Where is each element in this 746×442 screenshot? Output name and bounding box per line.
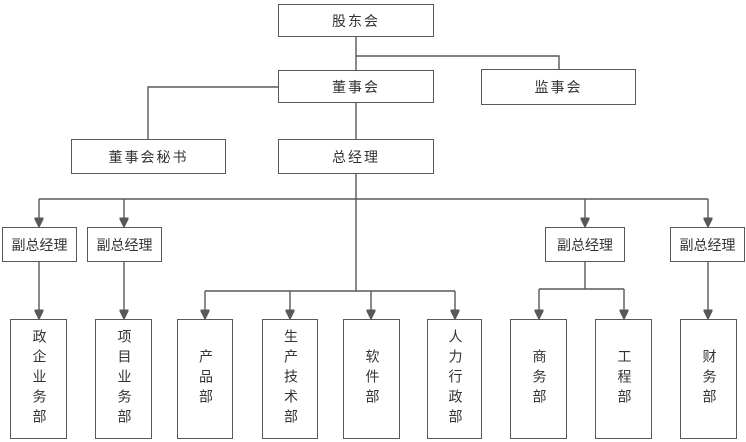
node-label: 财务部 [700,349,717,409]
node-label: 项目业务部 [115,329,132,429]
node-dept-finance: 财务部 [680,319,737,439]
node-label: 董事会 [332,79,380,96]
node-deputy-gm-2: 副总经理 [87,227,162,262]
node-label: 董事会秘书 [108,149,189,166]
node-label: 总经理 [332,149,380,166]
node-board-of-directors: 董事会 [278,70,434,103]
node-dept-engineering: 工程部 [595,319,652,439]
node-label: 副总经理 [11,237,68,254]
node-dept-commerce: 商务部 [510,319,567,439]
node-label: 副总经理 [96,237,153,254]
node-deputy-gm-1: 副总经理 [2,227,77,262]
node-dept-production-technology: 生产技术部 [262,319,318,439]
node-deputy-gm-4: 副总经理 [670,227,745,262]
node-label: 商务部 [530,349,547,409]
node-dept-product: 产品部 [177,319,233,439]
node-dept-gov-enterprise-business: 政企业务部 [10,319,67,439]
node-label: 软件部 [363,349,380,409]
node-shareholders-meeting: 股东会 [278,4,434,37]
node-label: 生产技术部 [282,329,298,429]
node-dept-software: 软件部 [343,319,400,439]
node-dept-project-business: 项目业务部 [95,319,152,439]
node-label: 政企业务部 [30,329,47,429]
node-dept-hr-admin: 人力行政部 [427,319,482,439]
node-label: 产品部 [197,349,213,409]
node-label: 监事会 [534,80,583,96]
node-label: 股东会 [332,13,380,30]
node-general-manager: 总经理 [278,139,434,174]
node-label: 副总经理 [679,237,736,254]
node-deputy-gm-3: 副总经理 [545,227,625,262]
node-label: 人力行政部 [446,329,463,429]
node-label: 工程部 [615,349,632,409]
node-supervisory-board: 监事会 [481,69,636,105]
node-board-secretary: 董事会秘书 [71,139,226,174]
node-label: 副总经理 [557,237,613,254]
